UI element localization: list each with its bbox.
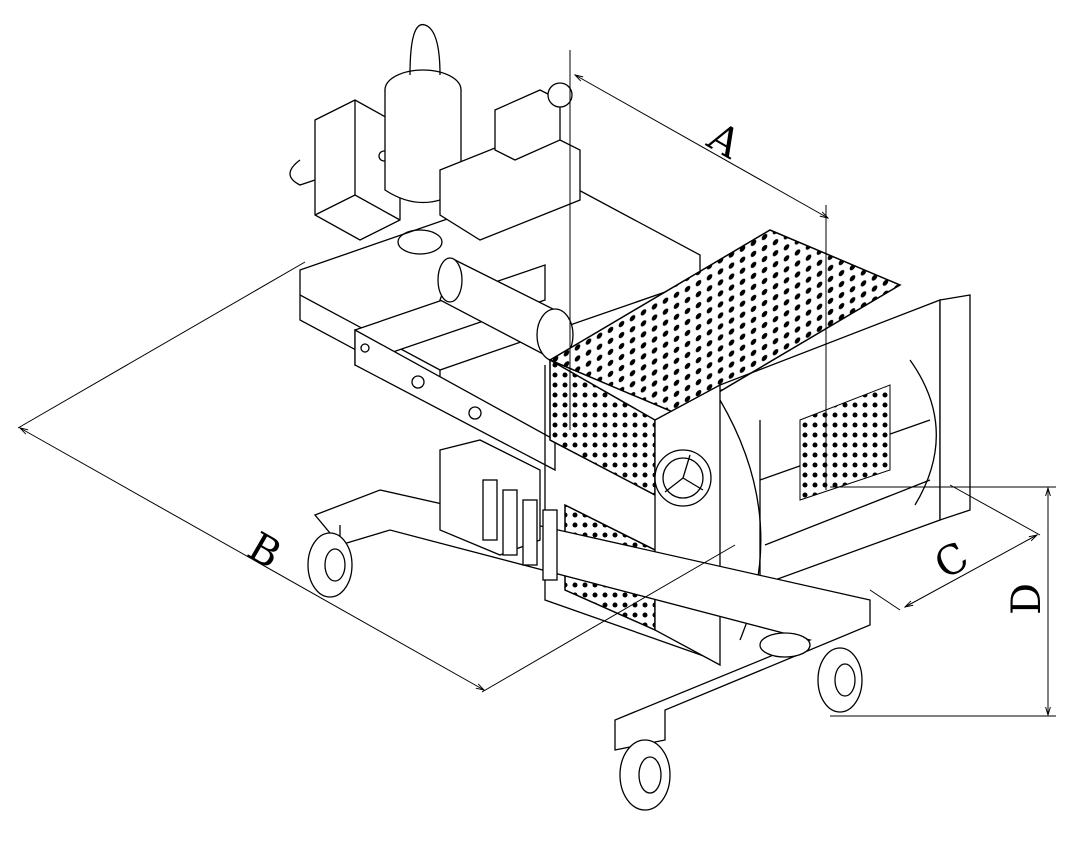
dimension-d: D xyxy=(830,486,1056,717)
motor-assembly xyxy=(289,23,581,255)
dimension-label-a: A xyxy=(699,113,749,168)
dimension-label-d: D xyxy=(1004,583,1050,615)
dimension-label-b: B xyxy=(240,524,288,579)
cylinder xyxy=(437,257,574,362)
dimension-label-c: C xyxy=(927,534,977,589)
